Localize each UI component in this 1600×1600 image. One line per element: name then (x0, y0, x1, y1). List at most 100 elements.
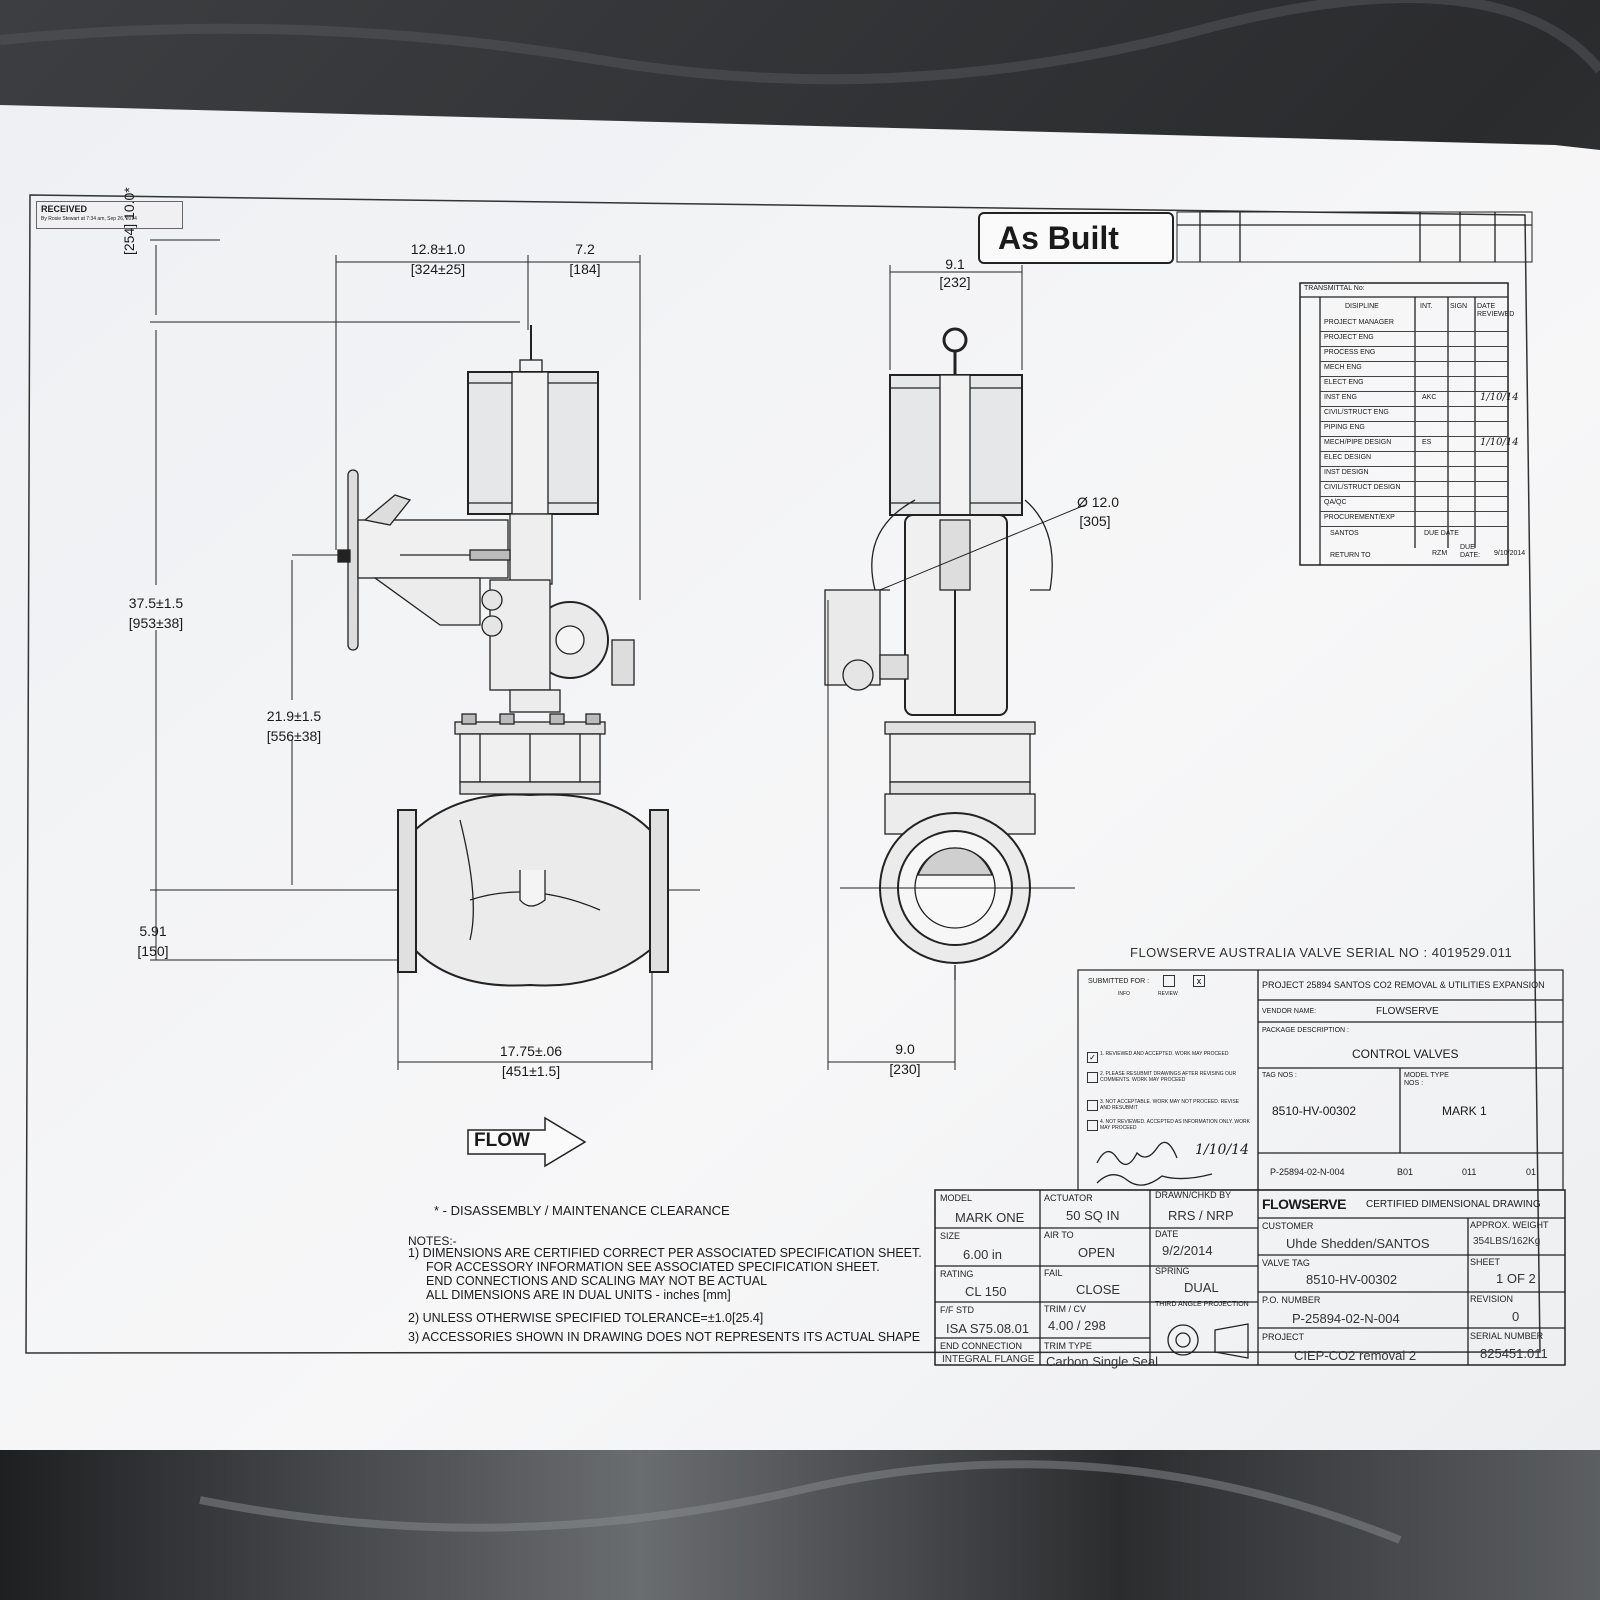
transmittal-discipline: INST ENG (1324, 394, 1357, 401)
dim-handwheel-mm: [305] (1079, 513, 1111, 529)
dim-face-to-face-mm: [451±1.5] (501, 1063, 561, 1079)
doc-b: B01 (1397, 1167, 1414, 1177)
dim-side-clearance: 9.0 (895, 1041, 915, 1057)
transmittal-header-int: INT. (1420, 303, 1433, 310)
transmittal-due-label: DUE DATE: (1460, 544, 1481, 559)
transmittal-discipline: PIPING ENG (1324, 424, 1365, 431)
tb-po-label: P.O. NUMBER (1262, 1295, 1321, 1305)
transmittal-return-to: RETURN TO (1330, 552, 1371, 559)
project-line: PROJECT 25894 SANTOS CO2 REMOVAL & UTILI… (1262, 980, 1545, 990)
transmittal-row (1320, 391, 1508, 392)
submitted-info-checkbox[interactable] (1163, 975, 1175, 987)
dim-side-width: 9.1 (945, 256, 965, 272)
transmittal-row (1320, 331, 1508, 332)
tb-model-label: MODEL (940, 1193, 973, 1203)
tb-trimtype: Carbon Single Seal (1046, 1354, 1159, 1369)
tb-drawn: RRS / NRP (1168, 1208, 1234, 1223)
transmittal-header-discipline: DISIPLINE (1345, 303, 1379, 310)
flow-label: FLOW (474, 1130, 530, 1151)
transmittal-row (1320, 526, 1508, 527)
vendor-value: FLOWSERVE (1376, 1006, 1439, 1017)
tb-fail-label: FAIL (1044, 1268, 1063, 1278)
doc-c: 011 (1462, 1167, 1477, 1177)
tb-endconn: INTEGRAL FLANGE (942, 1354, 1035, 1365)
dim-center-bottom: 5.91 (139, 923, 167, 939)
note-1b: FOR ACCESSORY INFORMATION SEE ASSOCIATED… (426, 1260, 880, 1274)
tb-revision-label: REVISION (1470, 1294, 1514, 1304)
dim-side-clearance-mm: [230] (889, 1061, 921, 1077)
review-checkbox-2[interactable] (1087, 1072, 1098, 1083)
tb-model: MARK ONE (955, 1210, 1025, 1225)
dim-face-to-face: 17.75±.06 (499, 1043, 563, 1059)
tb-sheet-label: SHEET (1470, 1257, 1501, 1267)
transmittal-row (1320, 361, 1508, 362)
tb-trimcv-label: TRIM / CV (1044, 1304, 1086, 1314)
dim-positioner-offset: 7.2 (575, 241, 595, 257)
notes-heading: NOTES:- (408, 1234, 457, 1248)
transmittal-row (1320, 346, 1508, 347)
transmittal-discipline: PROCESS ENG (1324, 349, 1376, 356)
tag-label: TAG NOS : (1262, 1072, 1297, 1079)
transmittal-santos: SANTOS (1330, 530, 1359, 537)
review-checkbox-3[interactable] (1087, 1100, 1098, 1111)
transmittal-header-sign: SIGN (1450, 303, 1468, 310)
tb-po: P-25894-02-N-004 (1292, 1311, 1400, 1326)
transmittal-discipline: QA/QC (1324, 499, 1347, 506)
dim-top-clearance-in: 10.0* (121, 187, 137, 220)
transmittal-due-value: 9/10/2014 (1494, 550, 1526, 557)
package-value: CONTROL VALVES (1352, 1047, 1459, 1061)
note-1: 1) DIMENSIONS ARE CERTIFIED CORRECT PER … (408, 1246, 922, 1260)
tb-serial: 825451.011 (1480, 1346, 1548, 1361)
dim-side-width-mm: [232] (939, 274, 971, 290)
tb-fail: CLOSE (1076, 1282, 1121, 1297)
tb-trimcv: 4.00 / 298 (1048, 1318, 1106, 1333)
dim-top-clearance: [254] 10.0* (120, 187, 138, 255)
review-checkbox-1[interactable]: ✓ (1087, 1052, 1098, 1063)
transmittal-date: 1/10/14 (1480, 392, 1519, 403)
transmittal-discipline: ELEC DESIGN (1324, 454, 1372, 461)
transmittal-row (1320, 511, 1508, 512)
signature-date: 1/10/14 (1195, 1142, 1249, 1158)
transmittal-due-date-label: DUE DATE (1424, 530, 1459, 537)
tb-revision: 0 (1512, 1309, 1520, 1324)
vendor-label: VENDOR NAME: (1262, 1008, 1317, 1015)
dim-actuator-offset: 12.8±1.0 (410, 241, 466, 257)
serial-line: FLOWSERVE AUSTRALIA VALVE SERIAL NO : 40… (1130, 945, 1513, 960)
transmittal-row (1320, 496, 1508, 497)
transmittal-discipline: MECH/PIPE DESIGN (1324, 439, 1392, 446)
tb-sheet: 1 OF 2 (1496, 1271, 1536, 1286)
note-1d: ALL DIMENSIONS ARE IN DUAL UNITS - inche… (426, 1288, 731, 1302)
tb-valvetag: 8510-HV-00302 (1306, 1272, 1398, 1287)
note-2: 2) UNLESS OTHERWISE SPECIFIED TOLERANCE=… (408, 1311, 764, 1325)
transmittal-int: AKC (1422, 394, 1437, 401)
tag-value: 8510-HV-00302 (1272, 1104, 1357, 1118)
review-checkbox-4[interactable] (1087, 1120, 1098, 1131)
tb-size-label: SIZE (940, 1231, 961, 1241)
review-option-3: 3. NOT ACCEPTABLE. WORK MAY NOT PROCEED.… (1100, 1099, 1240, 1111)
tb-ffstd-label: F/F STD (940, 1305, 974, 1315)
tb-airto-label: AIR TO (1044, 1230, 1074, 1240)
transmittal-row (1320, 451, 1508, 452)
tb-weight: 354LBS/162Kg (1473, 1236, 1541, 1247)
transmittal-row (1320, 481, 1508, 482)
dim-center-top-mm: [556±38] (266, 728, 322, 744)
received-stamp: RECEIVED By Rosie Stewart at 7:34 am, Se… (36, 201, 183, 229)
tb-drawn-label: DRAWN/CHKD BY (1155, 1190, 1232, 1200)
received-label: RECEIVED (41, 204, 88, 214)
tb-customer: Uhde Shedden/SANTOS (1286, 1236, 1430, 1251)
tb-valvetag-label: VALVE TAG (1262, 1258, 1310, 1268)
submitted-review-checkbox[interactable]: x (1193, 975, 1205, 987)
tb-doc-title: CERTIFIED DIMENSIONAL DRAWING (1366, 1199, 1541, 1210)
tb-rating: CL 150 (965, 1284, 1007, 1299)
transmittal-discipline: MECH ENG (1324, 364, 1362, 371)
received-sub: By Rosie Stewart at 7:34 am, Sep 26, 201… (41, 216, 137, 222)
tb-projection-label: THIRD ANGLE PROJECTION (1155, 1301, 1249, 1308)
tb-actuator-label: ACTUATOR (1044, 1193, 1093, 1203)
note-clearance: * - DISASSEMBLY / MAINTENANCE CLEARANCE (434, 1203, 730, 1218)
tb-actuator: 50 SQ IN (1066, 1208, 1120, 1223)
transmittal-discipline: PROJECT MANAGER (1324, 319, 1394, 326)
tb-serial-label: SERIAL NUMBER (1470, 1331, 1544, 1341)
review-option-4: 4. NOT REVIEWED. ACCEPTED AS INFORMATION… (1100, 1119, 1250, 1131)
